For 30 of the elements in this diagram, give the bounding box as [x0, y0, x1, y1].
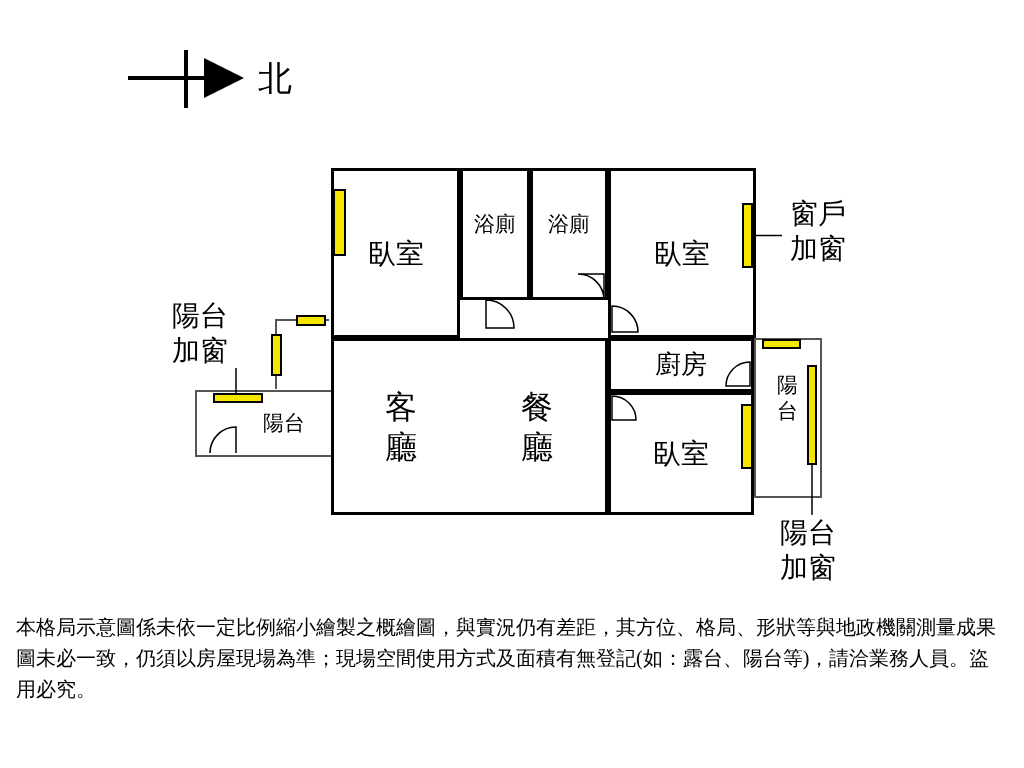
- callout-text: 窗戶加窗: [782, 196, 854, 266]
- room-area: [608, 168, 756, 338]
- room-label: 浴廁: [474, 210, 516, 238]
- callout-text: 陽台加窗: [771, 515, 845, 585]
- room-area: [331, 338, 468, 515]
- room-label: 陽台: [776, 371, 799, 425]
- window-symbol: [742, 203, 753, 268]
- room-area: [608, 392, 754, 515]
- room-label: 浴廁: [548, 210, 590, 238]
- room-area: [608, 338, 754, 392]
- window-symbol: [213, 393, 263, 403]
- caption-text: 本格局示意圖係未依一定比例縮小繪製之概繪圖，與實況仍有差距，其方位、格局、形狀等與地政機關測量成果圖未必一致，仍須以房屋現場為準；現場空間使用方式及面積有無登記(如：露台、陽台等)，請洽業務人員。盜用必究。: [16, 615, 997, 702]
- room-label: 廚房: [655, 348, 707, 381]
- window-symbol: [807, 365, 817, 465]
- callout-text: 陽台加窗: [164, 298, 236, 368]
- direction-label: 北: [258, 59, 292, 99]
- room-label: 陽台: [263, 410, 305, 437]
- leader-line: [235, 367, 237, 394]
- room-area: [460, 168, 530, 300]
- room-label: 客廳: [384, 387, 418, 467]
- balcony-area: [195, 390, 331, 457]
- leader-line: [811, 464, 813, 516]
- room-label: 餐廳: [519, 387, 554, 467]
- balcony-area: [754, 338, 822, 498]
- room-label: 臥室: [654, 236, 710, 271]
- room-label: 臥室: [367, 236, 424, 271]
- room-area: [468, 338, 608, 515]
- room-label: 臥室: [653, 437, 709, 471]
- room-area: [331, 168, 460, 338]
- room-area: [530, 168, 608, 300]
